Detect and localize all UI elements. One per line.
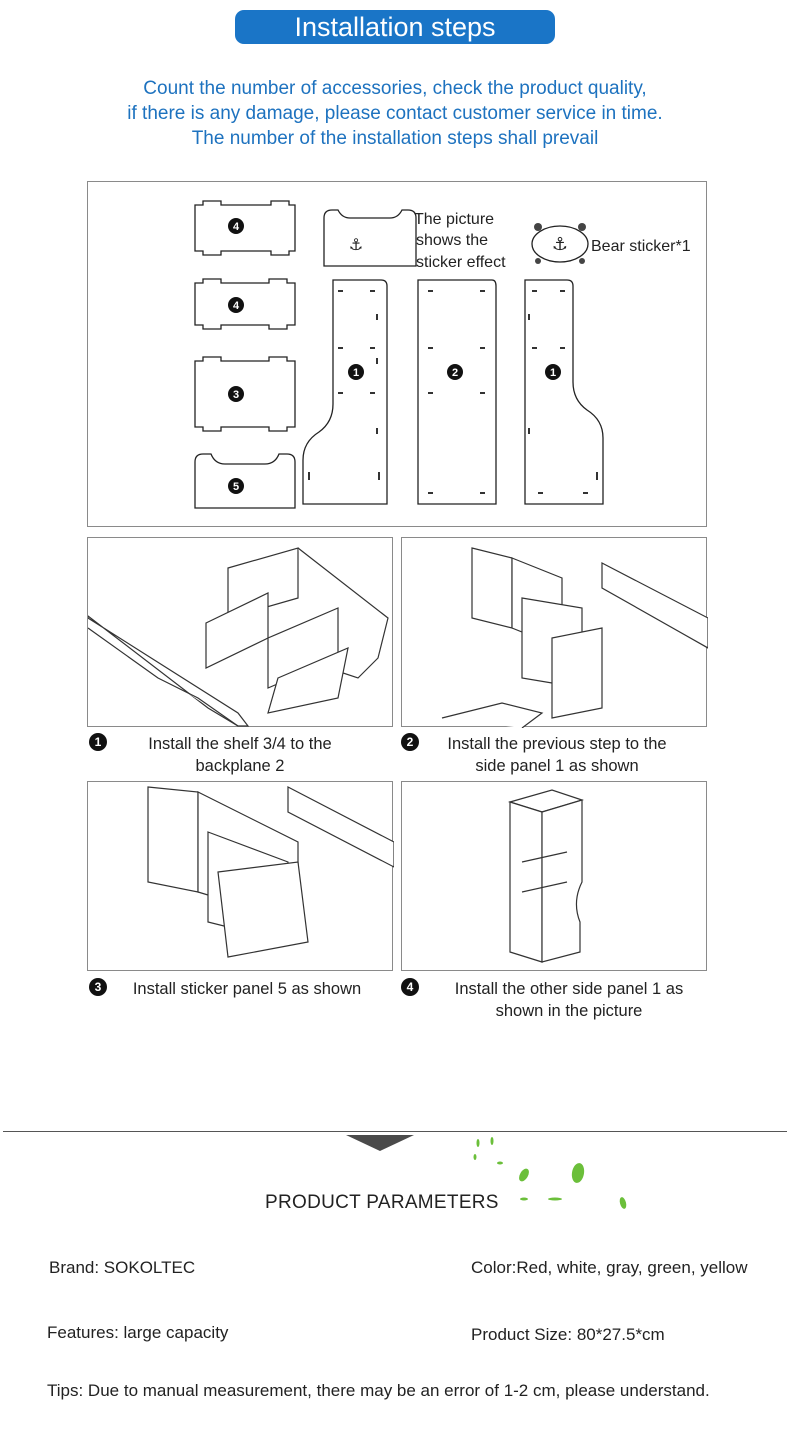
step-1-number: 1 [89, 733, 107, 751]
parts-diagram: ⚓ ⚓ 4 4 3 5 1 2 1 The picture shows the … [194, 200, 691, 509]
step-1-illustration [87, 547, 389, 727]
side-panel-right [524, 279, 604, 505]
svg-text:2: 2 [452, 367, 458, 379]
panel-number-circles: 4 4 3 5 1 2 1 [228, 218, 561, 494]
step-2-illustration [441, 547, 709, 729]
back-panel [417, 279, 497, 505]
step-2-frame [401, 537, 709, 729]
param-color: Color:Red, white, gray, green, yellow [471, 1258, 748, 1277]
step-3-number: 3 [89, 978, 107, 996]
page-title: Installation steps [235, 10, 555, 44]
sticker-note-line-2: shows the [416, 232, 488, 249]
param-size: Product Size: 80*27.5*cm [471, 1325, 665, 1344]
parts-frame: ⚓ ⚓ 4 4 3 5 1 2 1 The picture shows the … [87, 181, 707, 527]
leaf-decoration-icon [473, 1137, 627, 1209]
shelf-panel-3 [194, 356, 296, 432]
step-4-illustration [507, 789, 584, 963]
section-divider [3, 1131, 787, 1132]
param-brand: Brand: SOKOLTEC [49, 1258, 196, 1277]
intro-line-3: The number of the installation steps sha… [191, 128, 599, 149]
param-features: Features: large capacity [47, 1323, 229, 1342]
step-4-number: 4 [401, 978, 419, 996]
sticker-note-line-3: sticker effect [416, 254, 506, 271]
anchor-icon: ⚓ [552, 234, 568, 254]
bear-sticker-shape [531, 225, 589, 263]
step-3-frame [87, 781, 395, 971]
svg-text:3: 3 [233, 389, 239, 401]
svg-text:4: 4 [233, 300, 240, 312]
sticker-preview-panel [323, 209, 417, 267]
step-2-number: 2 [401, 733, 419, 751]
step-1-frame [87, 537, 393, 727]
step-3-label: Install sticker panel 5 as shown [132, 980, 362, 998]
shelf-panel-4a [194, 200, 296, 256]
svg-text:5: 5 [233, 481, 239, 493]
step-3-illustration [147, 786, 395, 958]
svg-text:1: 1 [550, 367, 556, 379]
side-panel-left [302, 279, 388, 505]
sticker-panel-5 [194, 453, 296, 509]
svg-text:1: 1 [353, 367, 359, 379]
anchor-icon: ⚓ [349, 237, 363, 254]
param-tips: Tips: Due to manual measurement, there m… [47, 1381, 710, 1400]
chevron-down-icon [346, 1135, 414, 1151]
svg-text:4: 4 [233, 221, 240, 233]
intro-line-1: Count the number of accessories, check t… [143, 78, 647, 99]
sticker-note-line-1: The picture [414, 211, 494, 228]
params-heading: PRODUCT PARAMETERS [265, 1192, 499, 1213]
step-4-frame [401, 781, 707, 971]
bear-sticker-label: Bear sticker*1 [591, 238, 691, 255]
shelf-panel-4b [194, 278, 296, 330]
intro-line-2: if there is any damage, please contact c… [127, 103, 663, 124]
